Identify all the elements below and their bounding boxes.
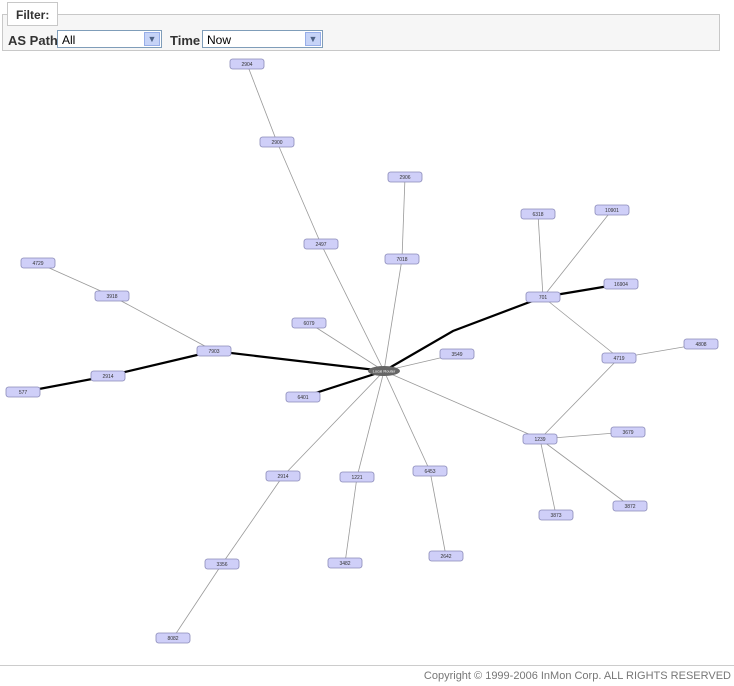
as-node-label: 3873	[550, 513, 561, 519]
as-node[interactable]	[303, 238, 339, 250]
as-node-label: 7018	[396, 257, 407, 263]
center-node-label: Local Router	[373, 369, 396, 374]
as-node[interactable]	[285, 391, 321, 403]
as-node[interactable]	[439, 348, 475, 360]
copyright-text: Copyright © 1999-2006 InMon Corp. ALL RI…	[423, 670, 731, 682]
graph-edge	[383, 295, 544, 372]
time-value: Now	[207, 33, 232, 47]
graph-edge	[221, 475, 284, 565]
as-node[interactable]	[594, 204, 630, 216]
as-node-label: 3679	[622, 430, 633, 436]
as-node-label: 6453	[424, 469, 435, 475]
as-path-label: AS Path	[8, 33, 58, 48]
as-node-label: 701	[539, 295, 548, 301]
as-node[interactable]	[5, 386, 41, 398]
as-node-label: 16904	[614, 282, 628, 288]
graph-edge	[276, 141, 322, 245]
as-node[interactable]	[525, 291, 561, 303]
as-node[interactable]	[612, 500, 648, 512]
as-node-label: 2914	[277, 474, 288, 480]
as-node[interactable]	[520, 208, 556, 220]
graph-edge	[356, 370, 385, 478]
as-node-label: 8082	[167, 636, 178, 642]
graph-edge	[383, 370, 541, 440]
filter-title: Filter:	[7, 2, 59, 26]
as-node-label: 3482	[339, 561, 350, 567]
as-node[interactable]	[196, 345, 232, 357]
as-node-label: 577	[19, 390, 28, 396]
as-node-label: 6318	[532, 212, 543, 218]
as-node[interactable]	[384, 253, 420, 265]
graph-edge	[429, 470, 447, 557]
as-path-value: All	[62, 33, 76, 47]
graph-edge	[383, 370, 431, 472]
graph-edge	[172, 563, 223, 639]
graph-edge	[308, 322, 385, 372]
as-node-label: 4719	[613, 356, 624, 362]
as-node[interactable]	[428, 550, 464, 562]
chevron-down-icon[interactable]: ▼	[305, 32, 321, 46]
graph-edge	[344, 476, 358, 564]
as-node[interactable]	[538, 509, 574, 521]
graph-edge	[537, 213, 544, 298]
graph-edge	[542, 209, 613, 298]
as-node[interactable]	[90, 370, 126, 382]
as-node-label: 2497	[315, 242, 326, 248]
as-node-label: 4808	[695, 342, 706, 348]
as-node-label: 2904	[241, 62, 252, 68]
as-node-label: 2900	[271, 140, 282, 146]
as-node-label: 3918	[106, 294, 117, 300]
as-node[interactable]	[20, 257, 56, 269]
as-node[interactable]	[601, 352, 637, 364]
as-node[interactable]	[259, 136, 295, 148]
as-node[interactable]	[339, 471, 375, 483]
graph-edge	[282, 370, 385, 477]
as-node[interactable]	[522, 433, 558, 445]
as-node[interactable]	[603, 278, 639, 290]
as-node-label: 1221	[351, 475, 362, 481]
as-path-select[interactable]: All ▼	[57, 30, 162, 48]
graph-edge	[539, 357, 620, 440]
as-node[interactable]	[683, 338, 719, 350]
as-node[interactable]	[229, 58, 265, 70]
graph-edge	[401, 176, 406, 260]
graph-edge	[542, 296, 620, 359]
as-node[interactable]	[610, 426, 646, 438]
as-node-label: 4729	[32, 261, 43, 267]
as-node[interactable]	[155, 632, 191, 644]
center-node[interactable]	[368, 366, 400, 376]
as-node-label: 7903	[208, 349, 219, 355]
as-node-label: 3549	[451, 352, 462, 358]
as-node[interactable]	[327, 557, 363, 569]
as-node-label: 6401	[297, 395, 308, 401]
time-select[interactable]: Now ▼	[202, 30, 323, 48]
time-label: Time	[170, 33, 201, 48]
graph-edge	[213, 349, 385, 373]
as-node[interactable]	[387, 171, 423, 183]
as-node-label: 1239	[534, 437, 545, 443]
graph-edge	[107, 349, 215, 378]
chevron-down-icon[interactable]: ▼	[144, 32, 160, 46]
as-node[interactable]	[412, 465, 448, 477]
as-node-label: 6079	[303, 321, 314, 327]
as-path-graph: Local Router 577 701 1221 1239 2497 2642 2900 29…	[5, 58, 719, 644]
graph-edge	[37, 262, 113, 297]
as-node[interactable]	[94, 290, 130, 302]
as-node-label: 2906	[399, 175, 410, 181]
graph-edge	[539, 438, 631, 507]
as-node-label: 3872	[624, 504, 635, 510]
as-node-label: 2914	[102, 374, 113, 380]
as-node-label: 3356	[216, 562, 227, 568]
as-node-label: 2642	[440, 554, 451, 560]
graph-edge	[111, 295, 215, 352]
as-node[interactable]	[204, 558, 240, 570]
as-node[interactable]	[265, 470, 301, 482]
graph-edge	[320, 243, 385, 372]
as-node[interactable]	[291, 317, 327, 329]
as-node-label: 10901	[605, 208, 619, 214]
graph-edge	[246, 63, 278, 143]
footer-divider	[0, 665, 734, 666]
graph-edge	[539, 438, 557, 516]
graph-edge	[383, 258, 403, 372]
